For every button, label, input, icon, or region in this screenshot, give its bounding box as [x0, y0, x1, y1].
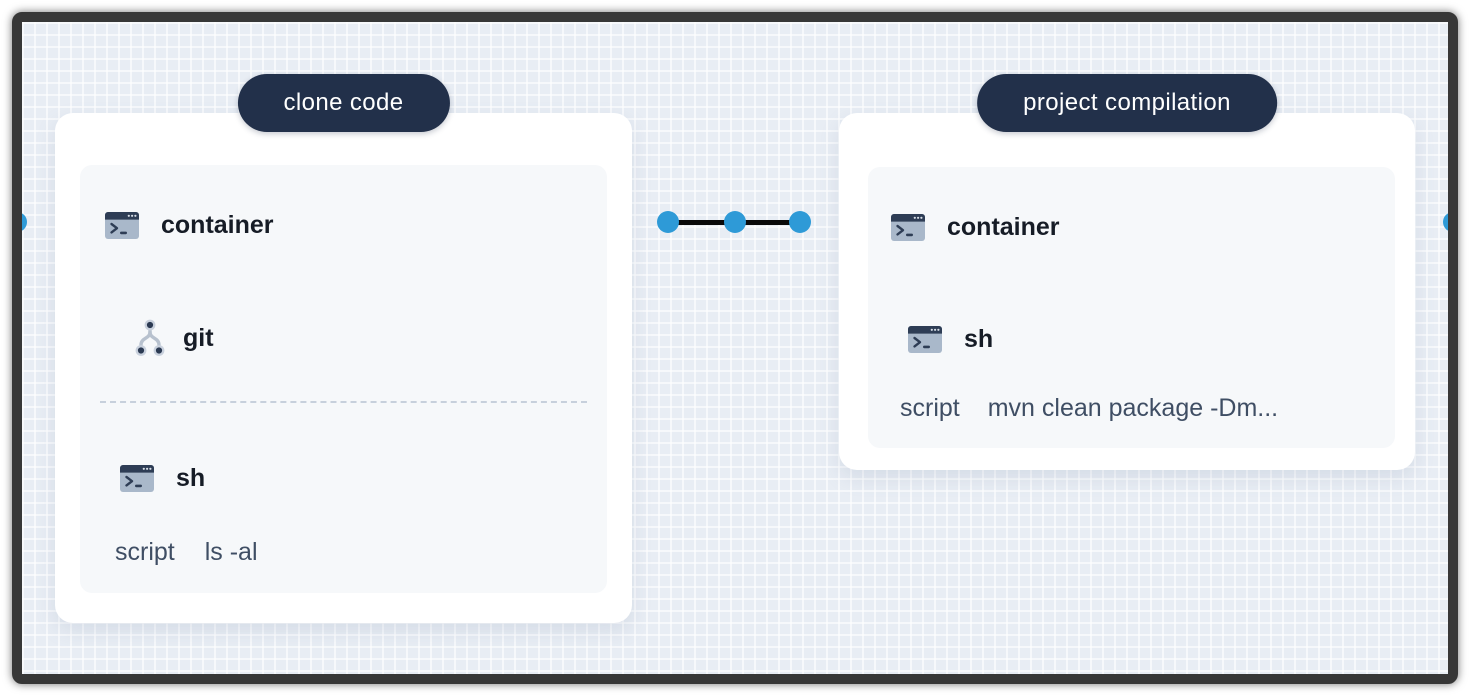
- step-label: container: [947, 212, 1060, 241]
- script-value: mvn clean package -Dm...: [987, 393, 1279, 422]
- screenshot-frame: clone code container: [12, 12, 1458, 684]
- script-value: ls -al: [204, 537, 258, 566]
- terminal-window-icon: [908, 325, 942, 353]
- stage-steps-panel: container git: [80, 165, 607, 593]
- step-label: container: [161, 210, 274, 239]
- step-label: sh: [964, 324, 994, 353]
- edge-port-left[interactable]: [22, 212, 27, 232]
- script-key: script: [900, 393, 960, 422]
- stage-steps-panel: container sh script mvn clean package -D…: [868, 167, 1395, 448]
- step-row-git[interactable]: git: [135, 318, 214, 358]
- terminal-window-icon: [891, 213, 925, 241]
- git-branch-icon: [135, 319, 165, 356]
- script-property-row: script ls -al: [115, 534, 258, 570]
- step-label: git: [183, 323, 214, 352]
- terminal-window-icon: [120, 464, 154, 492]
- step-group-divider: [100, 401, 587, 403]
- pipeline-canvas[interactable]: clone code container: [22, 22, 1448, 674]
- step-row-container[interactable]: container: [105, 205, 274, 245]
- connector-port-dot[interactable]: [724, 211, 746, 233]
- script-key: script: [115, 537, 175, 566]
- step-row-sh[interactable]: sh: [908, 319, 993, 359]
- step-row-sh[interactable]: sh: [120, 458, 205, 498]
- step-label: sh: [176, 463, 206, 492]
- step-row-container[interactable]: container: [891, 207, 1060, 247]
- edge-port-right[interactable]: [1443, 212, 1448, 232]
- stage-card-project-compilation[interactable]: project compilation container: [839, 74, 1415, 470]
- stage-title-pill: project compilation: [977, 74, 1277, 132]
- stage-card-clone-code[interactable]: clone code container: [55, 74, 632, 623]
- script-property-row: script mvn clean package -Dm...: [900, 390, 1278, 426]
- stage-title-pill: clone code: [237, 74, 450, 132]
- connector-port-dot[interactable]: [657, 211, 679, 233]
- terminal-window-icon: [105, 211, 139, 239]
- connector-port-dot[interactable]: [789, 211, 811, 233]
